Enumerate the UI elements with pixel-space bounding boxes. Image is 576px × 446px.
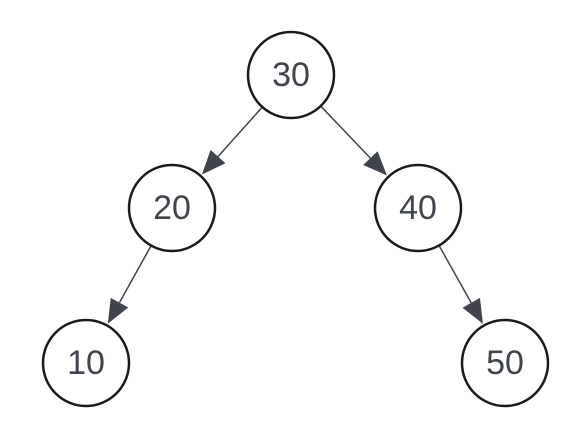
node-label: 40 xyxy=(399,189,437,227)
node-circle xyxy=(127,163,217,253)
edge-line xyxy=(438,246,472,304)
tree-node-20: 20 xyxy=(127,163,217,253)
edge-30-40 xyxy=(320,106,387,176)
arrowhead-icon xyxy=(107,297,129,324)
edge-line xyxy=(118,246,152,304)
edge-line xyxy=(320,106,371,159)
node-circle xyxy=(373,163,463,253)
arrowhead-icon xyxy=(462,297,483,324)
edge-30-20 xyxy=(202,107,263,175)
node-circle xyxy=(246,30,336,120)
node-circle xyxy=(460,318,550,408)
tree-node-10: 10 xyxy=(41,318,131,408)
node-circle xyxy=(41,318,131,408)
node-label: 20 xyxy=(153,189,191,227)
tree-node-30: 30 xyxy=(246,30,336,120)
tree-node-40: 40 xyxy=(373,163,463,253)
node-label: 10 xyxy=(67,344,105,382)
edge-20-10 xyxy=(107,246,152,324)
arrowhead-icon xyxy=(363,151,387,176)
edge-line xyxy=(217,107,263,158)
node-label: 30 xyxy=(272,56,310,94)
edge-40-50 xyxy=(438,246,483,324)
node-label: 50 xyxy=(486,344,524,382)
tree-node-50: 50 xyxy=(460,318,550,408)
edges xyxy=(107,106,483,324)
arrowhead-icon xyxy=(202,149,226,175)
